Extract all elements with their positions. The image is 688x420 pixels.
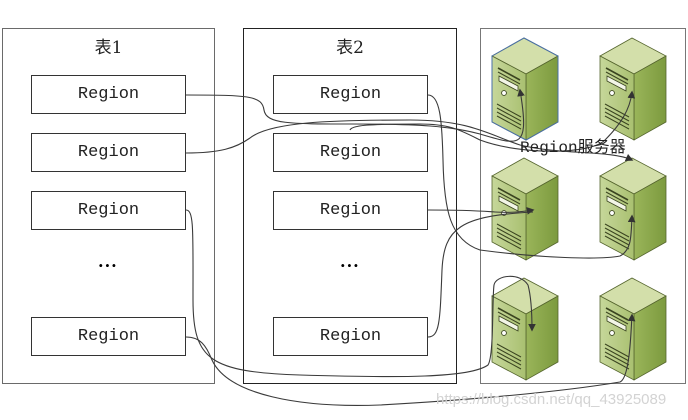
- table-1-region-2: Region: [31, 133, 186, 172]
- table-1-title: 表1: [94, 38, 123, 58]
- table-2-region-4: Region: [273, 317, 428, 356]
- table-2-ellipsis: ...: [340, 252, 360, 271]
- table-1-ellipsis: ...: [98, 252, 118, 271]
- table-2-title: 表2: [336, 38, 364, 58]
- table-2-region-2: Region: [273, 133, 428, 172]
- region-server-label: Region服务器: [520, 139, 626, 157]
- table-2-region-3: Region: [273, 191, 428, 230]
- table-1-region-4: Region: [31, 317, 186, 356]
- watermark-url: https://blog.csdn.net/qq_43925089: [436, 391, 667, 408]
- table-1-region-1: Region: [31, 75, 186, 114]
- table-2-region-1: Region: [273, 75, 428, 114]
- region-server-group: [480, 28, 686, 384]
- table-1-region-3: Region: [31, 191, 186, 230]
